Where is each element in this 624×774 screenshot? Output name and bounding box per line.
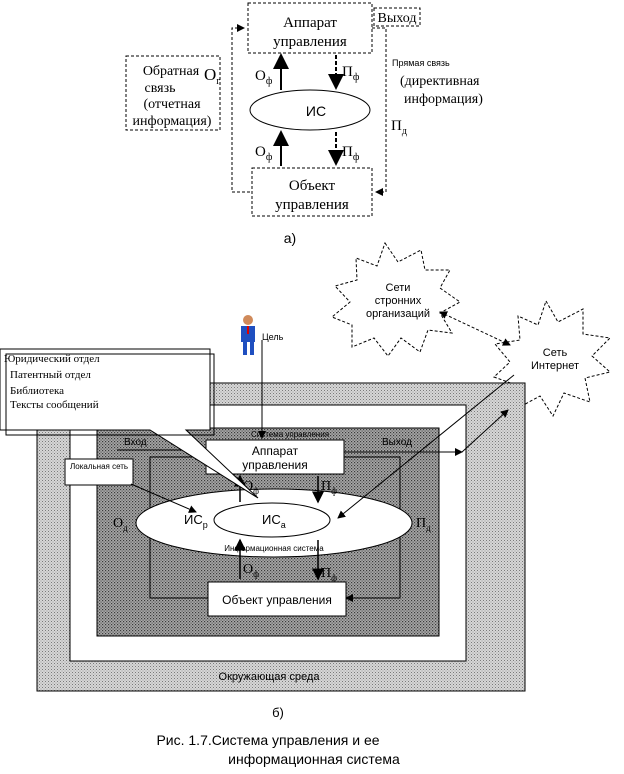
feedback-line-3: (отчетная [143, 97, 201, 112]
diagram-b: Сети стронних организаций Сеть Интернет … [0, 241, 612, 720]
is-r-label: ИСр [184, 512, 208, 530]
control-apparatus-label-b-2: управления [242, 458, 307, 472]
info-system-label: Информационная система [224, 544, 324, 553]
control-object-box-b [207, 581, 347, 617]
local-net-box [64, 458, 134, 486]
third-party-line-1: Сети [386, 282, 411, 294]
control-object-label-a-1: Объект [289, 178, 336, 194]
is-label-a: ИС [306, 103, 326, 119]
control-apparatus-label-b-1: Аппарат [252, 444, 299, 458]
goal-label: Цель [262, 332, 284, 342]
direct-loop-a [372, 27, 387, 196]
internet-to-output [461, 409, 509, 453]
is-a-label: ИСа [262, 512, 286, 530]
output-label-b: Выход [382, 437, 412, 448]
direct-line-3: информация) [404, 92, 483, 107]
control-apparatus-label-a-2: управления [273, 34, 347, 50]
control-apparatus-label-a-1: Аппарат [283, 15, 337, 31]
internet-line-1: Сеть [543, 347, 568, 359]
third-party-line-3: организаций [366, 308, 430, 320]
of-label-a-top: Oф [255, 68, 273, 87]
legal-item-3: Библиотека [10, 385, 64, 397]
or-label: Or [204, 65, 220, 87]
feedback-line-4: информация) [133, 114, 212, 129]
caption-b: б) [272, 705, 284, 720]
diagram-a: Аппарат управления ИС Объект управления … [125, 2, 483, 246]
output-box-a [373, 7, 421, 27]
caption-a: а) [284, 230, 296, 246]
feedback-loop-a [231, 24, 250, 193]
system-title: Система управления [251, 430, 329, 439]
local-net-arrow [130, 483, 197, 513]
figure-caption-1: Рис. 1.7.Система управления и ее [156, 732, 379, 748]
feedback-line-1: Обратная [143, 64, 200, 79]
local-net-label: Локальная сеть [70, 462, 128, 471]
legal-callout-shadow [5, 353, 215, 436]
feedback-line-2: связь [145, 81, 176, 96]
person-icon [241, 315, 255, 355]
legal-item-1: Юридический отдел [4, 353, 100, 365]
legal-item-2: Патентный отдел [10, 369, 91, 381]
output-label-a: Выход [378, 11, 417, 26]
is-a-ellipse [213, 502, 331, 538]
legal-callout [0, 348, 259, 499]
cloud-link [439, 311, 511, 346]
control-object-box-a [251, 167, 373, 217]
internet-line-2: Интернет [531, 360, 579, 372]
figure-caption-2: информационная система [228, 751, 400, 767]
pf-label-a-bottom: Пф [342, 144, 360, 163]
third-party-cloud [331, 241, 461, 357]
pf-label-a-top: Пф [342, 64, 360, 83]
internet-to-is-arrow [337, 374, 515, 519]
environment-label: Окружающая среда [219, 671, 321, 683]
control-object-label-b: Объект управления [222, 593, 332, 607]
pd-label-a: Пд [391, 118, 407, 137]
is-ellipse-a [249, 89, 371, 131]
control-apparatus-box-a [247, 2, 373, 54]
control-object-label-a-2: управления [275, 197, 349, 213]
direct-line-2: (директивная [400, 74, 480, 89]
control-apparatus-box-b [205, 439, 345, 475]
third-party-line-2: стронних [375, 295, 422, 307]
direct-line-1: Прямая связь [392, 58, 450, 68]
input-label-b: Вход [124, 437, 147, 448]
legal-item-4: Тексты сообщений [10, 399, 99, 411]
of-label-a-bottom: Oф [255, 144, 273, 163]
feedback-box-a [125, 55, 221, 131]
